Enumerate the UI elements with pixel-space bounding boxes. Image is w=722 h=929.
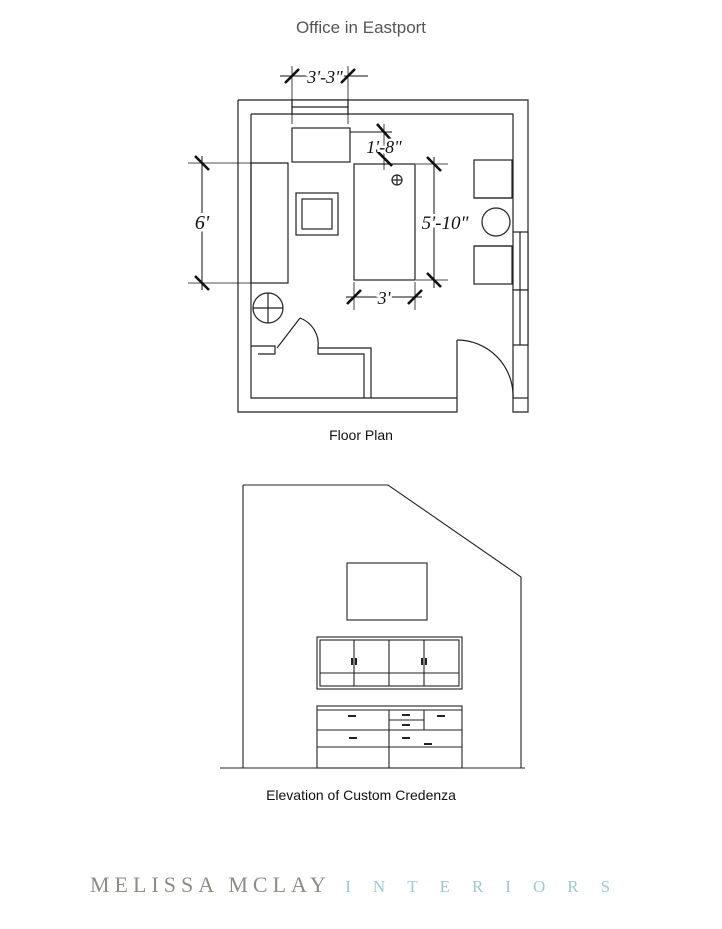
top-window — [291, 99, 349, 115]
brand-logo: MELISSA MCLAY INTERIORS — [0, 872, 722, 898]
upper-hutch — [316, 636, 463, 690]
floor-plan — [237, 99, 529, 413]
dim-label-offset: 1'-8" — [366, 137, 402, 157]
armchair-upper — [473, 159, 513, 199]
desk — [353, 163, 416, 281]
dim-label-window: 3'-3" — [306, 67, 343, 87]
closet — [251, 317, 372, 398]
dim-label-desk-width: 3' — [377, 288, 392, 308]
elevation — [220, 484, 525, 769]
entry-door — [456, 339, 514, 399]
top-cabinet — [291, 127, 351, 163]
desk-grommet — [391, 174, 403, 186]
armchair-lower — [473, 245, 513, 285]
dim-label-desk-length: 5'-10" — [422, 213, 470, 234]
lower-credenza — [316, 705, 463, 769]
brand-sub: INTERIORS — [345, 877, 633, 896]
artwork — [346, 562, 428, 621]
right-windows — [512, 231, 529, 398]
elevation-caption: Elevation of Custom Credenza — [266, 787, 456, 803]
dim-label-wall: 6' — [195, 212, 210, 234]
floor-lamp — [252, 292, 284, 324]
dimension-lines — [188, 66, 448, 310]
floor-plan-caption: Floor Plan — [329, 427, 393, 443]
side-table — [481, 207, 511, 237]
credenza-plan — [250, 162, 289, 284]
brand-name: MELISSA MCLAY — [89, 872, 331, 897]
guest-chair — [295, 192, 339, 236]
page-title: Office in Eastport — [295, 18, 427, 37]
elevation-wall — [243, 484, 522, 768]
